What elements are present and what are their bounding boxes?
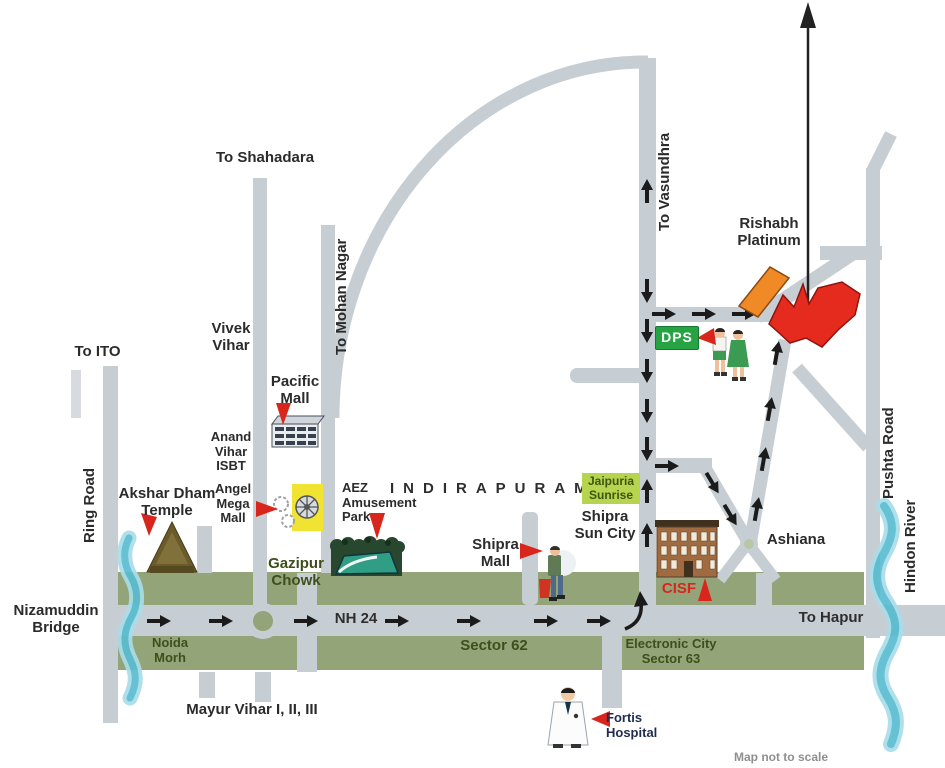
angel-mall-pointer (256, 501, 278, 517)
road-fortis (602, 636, 622, 708)
jaipuria-sunrise-tag: Jaipuria Sunrise (582, 473, 640, 504)
label-cisf: CISF (661, 580, 697, 597)
road-dps-stub (570, 368, 647, 383)
label-sector-62: Sector 62 (460, 637, 528, 654)
label-to-hapur: To Hapur (798, 609, 864, 626)
rishabh-platinum-building (737, 266, 791, 318)
label-to-vasundhra: To Vasundhra (656, 132, 673, 231)
road-to-shahadara (253, 178, 267, 621)
label-nh24: NH 24 (334, 610, 378, 627)
label-mayur-vihar: Mayur Vihar I, II, III (186, 701, 318, 718)
label-shipra-sun-city: Shipra Sun City (574, 508, 636, 542)
label-electronic-city: Electronic City Sector 63 (625, 636, 717, 666)
project-location-arrow (768, 281, 861, 348)
road-mayur-1 (199, 672, 215, 698)
angel-mega-mall-icon (273, 484, 323, 531)
school-kids-icon (712, 328, 749, 381)
road-pushta (866, 168, 880, 638)
label-shipra-mall: Shipra Mall (472, 536, 519, 570)
road-shipra (522, 512, 538, 605)
road-junction-diag (753, 248, 856, 323)
dps-pointer (697, 328, 716, 345)
arc-road (326, 55, 649, 419)
label-hindon-river: Hindon River (902, 499, 919, 593)
label-pushta-road: Pushta Road (880, 407, 897, 499)
aez-park-icon (330, 536, 405, 576)
label-aez-park: AEZ Amusement Park (342, 480, 417, 525)
road-mayur-2 (255, 672, 271, 702)
label-to-shahadara: To Shahadara (215, 149, 315, 166)
road-temple-side (197, 526, 212, 573)
pacific-mall-building-icon (271, 415, 325, 448)
fortis-pointer (591, 711, 610, 727)
label-indirapuram: INDIRAPURAM (390, 480, 596, 497)
label-to-ito: To ITO (74, 343, 121, 360)
pacific-mall-pointer (276, 403, 291, 425)
dps-tag: DPS (655, 326, 699, 350)
label-ring-road: Ring Road (81, 468, 98, 543)
cisf-pointer (698, 578, 712, 601)
label-anand-vihar-isbt: Anand Vihar ISBT (210, 429, 252, 474)
label-angel-mega-mall: Angel Mega Mall (214, 481, 252, 526)
road-diag-to-pushta (792, 363, 873, 452)
shipra-mall-pointer (520, 543, 543, 559)
road-ring-road (103, 366, 118, 723)
label-ashiana: Ashiana (766, 531, 826, 548)
project-marker (737, 266, 861, 348)
shopper-icon (539, 546, 576, 601)
label-map-note: Map not to scale (733, 750, 828, 764)
doctor-icon (547, 687, 589, 748)
road-c (647, 458, 712, 473)
label-nizamuddin-bridge: Nizamuddin Bridge (13, 602, 99, 636)
label-noida-morh: Noida Morh (151, 635, 189, 665)
label-pointer-arrows (141, 328, 716, 727)
aez-park-pointer (369, 513, 385, 539)
label-pacific-mall: Pacific Mall (270, 373, 320, 407)
cisf-building-icon (655, 520, 719, 578)
rivers (117, 498, 904, 752)
roundabouts (245, 535, 758, 639)
label-akshar-dham-temple: Akshar Dham Temple (118, 485, 216, 519)
temple-icon (146, 520, 198, 573)
road-pushta-jog (866, 131, 897, 175)
road-stub (71, 370, 81, 418)
akshar-dham-pointer (141, 513, 157, 536)
label-vivek-vihar: Vivek Vihar (211, 320, 251, 354)
label-fortis-hospital: Fortis Hospital (606, 710, 658, 740)
label-rishabh-platinum: Rishabh Platinum (737, 215, 801, 249)
curve-up-arrow (624, 602, 643, 631)
road-nh24 (103, 605, 945, 636)
north-arrow (800, 2, 816, 316)
label-gazipur-chowk: Gazipur Chowk (268, 555, 324, 589)
road-below-r2 (756, 573, 772, 636)
green-belts (113, 572, 864, 670)
label-to-mohan-nagar: To Mohan Nagar (333, 238, 350, 355)
